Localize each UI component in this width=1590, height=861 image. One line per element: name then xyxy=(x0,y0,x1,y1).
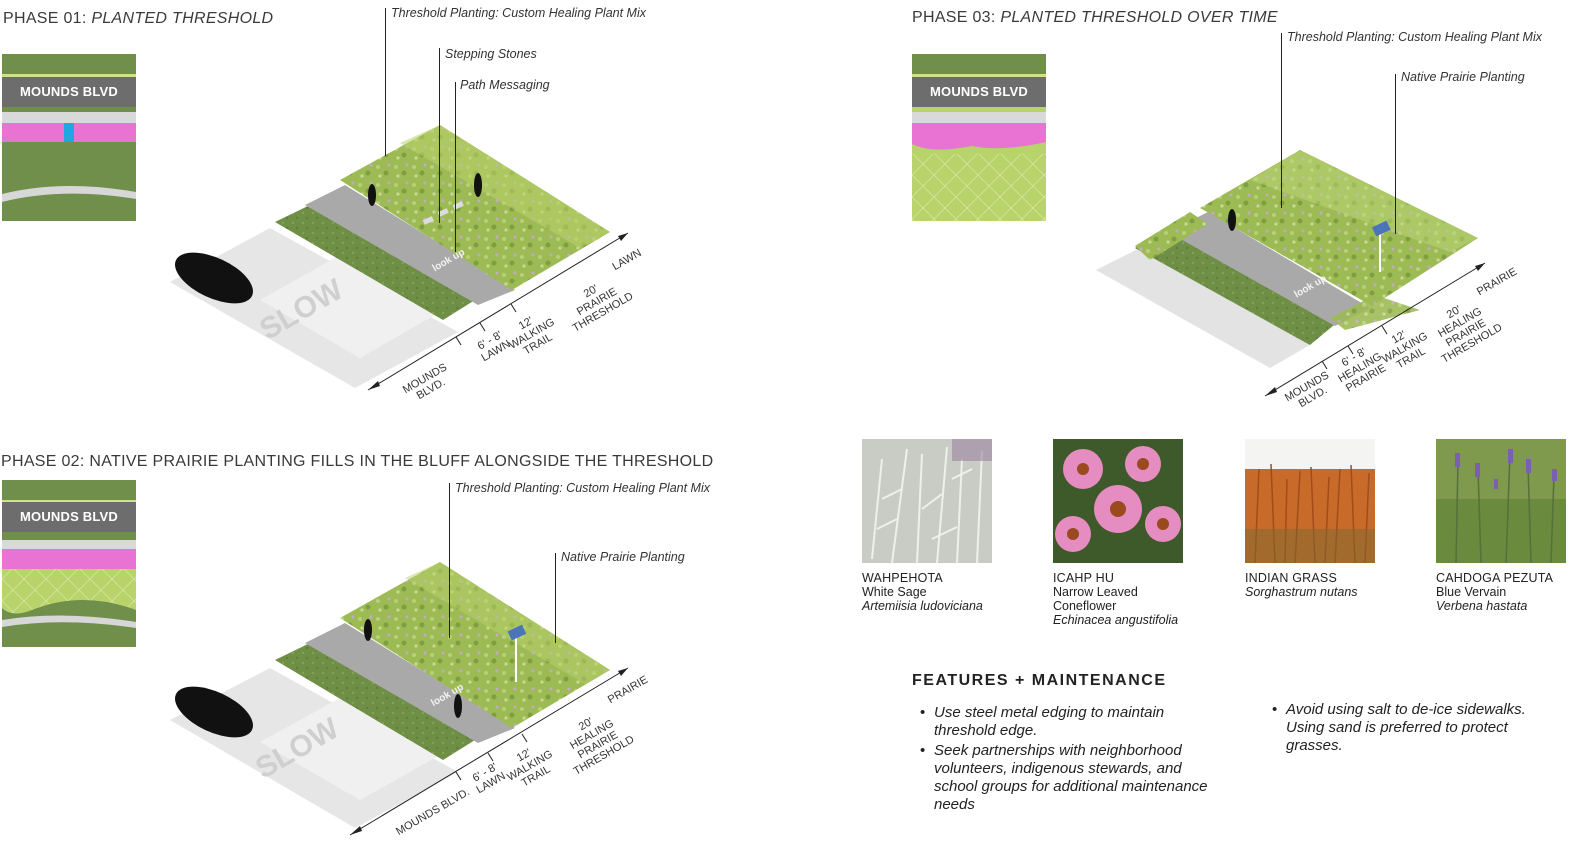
plant-name: WAHPEHOTA xyxy=(862,571,943,585)
plant-name: ICAHP HU xyxy=(1053,571,1115,585)
feature-item: Avoid using salt to de-ice sidewalks. Us… xyxy=(1264,701,1554,755)
plant-photo-coneflower xyxy=(1053,439,1183,563)
phase3-callout-threshold: Threshold Planting: Custom Healing Plant… xyxy=(1287,30,1542,44)
plant-card-indian-grass: INDIAN GRASS Sorghastrum nutans xyxy=(1245,439,1375,599)
features-list-left: Use steel metal edging to maintain thres… xyxy=(912,704,1212,816)
phase2-axonometric: SLOW look up xyxy=(170,562,629,836)
map-road-label: MOUNDS BLVD xyxy=(2,77,136,107)
phase3-key-map: MOUNDS BLVD xyxy=(912,54,1046,221)
feature-item: Seek partnerships with neighborhood volu… xyxy=(912,742,1212,814)
plant-card-coneflower: ICAHP HU Narrow Leaved Coneflower Echina… xyxy=(1053,439,1183,627)
phase2-title: PHASE 02: NATIVE PRAIRIE PLANTING FILLS … xyxy=(1,453,714,470)
features-title: FEATURES + MAINTENANCE xyxy=(912,672,1167,689)
phase3-axonometric: look up xyxy=(1096,150,1486,397)
map-road-label: MOUNDS BLVD xyxy=(912,77,1046,107)
plant-scientific-name: Sorghastrum nutans xyxy=(1245,585,1358,599)
map-road-label: MOUNDS BLVD xyxy=(2,502,136,532)
plant-photo-white-sage xyxy=(862,439,992,563)
plant-scientific-name: Verbena hastata xyxy=(1436,599,1528,613)
plant-scientific-name: Artemiisia ludoviciana xyxy=(862,599,983,613)
plant-scientific-name: Echinacea angustifolia xyxy=(1053,613,1179,627)
plant-name: INDIAN GRASS xyxy=(1245,571,1337,585)
phase3-callout-prairie: Native Prairie Planting xyxy=(1401,70,1525,84)
phase1-callout-threshold: Threshold Planting: Custom Healing Plant… xyxy=(391,6,646,20)
plant-photo-indian-grass xyxy=(1245,439,1375,563)
plant-common-name: Narrow Leaved Coneflower xyxy=(1053,585,1138,613)
phase1-callout-path: Path Messaging xyxy=(460,78,550,92)
phase3-title: PHASE 03: PLANTED THRESHOLD OVER TIME xyxy=(912,9,1278,26)
plant-common-name: White Sage xyxy=(862,585,927,599)
phase2-callout-prairie: Native Prairie Planting xyxy=(561,550,685,564)
phase1-axonometric: SLOW look up xyxy=(170,125,629,391)
plant-common-name: Blue Vervain xyxy=(1436,585,1507,599)
plant-name: CAHDOGA PEZUTA xyxy=(1436,571,1554,585)
plant-card-blue-vervain: CAHDOGA PEZUTA Blue Vervain Verbena hast… xyxy=(1436,439,1566,613)
plant-card-white-sage: WAHPEHOTA White Sage Artemiisia ludovici… xyxy=(862,439,992,613)
phase2-callout-threshold: Threshold Planting: Custom Healing Plant… xyxy=(455,481,710,495)
feature-item: Use steel metal edging to maintain thres… xyxy=(912,704,1212,740)
phase1-key-map: MOUNDS BLVD xyxy=(2,54,136,221)
phase1-title: PHASE 01: PLANTED THRESHOLD xyxy=(3,10,274,27)
phase2-key-map: MOUNDS BLVD xyxy=(2,480,136,647)
plant-photo-blue-vervain xyxy=(1436,439,1566,563)
features-list-right: Avoid using salt to de-ice sidewalks. Us… xyxy=(1264,701,1554,757)
phase1-callout-stepping: Stepping Stones xyxy=(445,47,537,61)
